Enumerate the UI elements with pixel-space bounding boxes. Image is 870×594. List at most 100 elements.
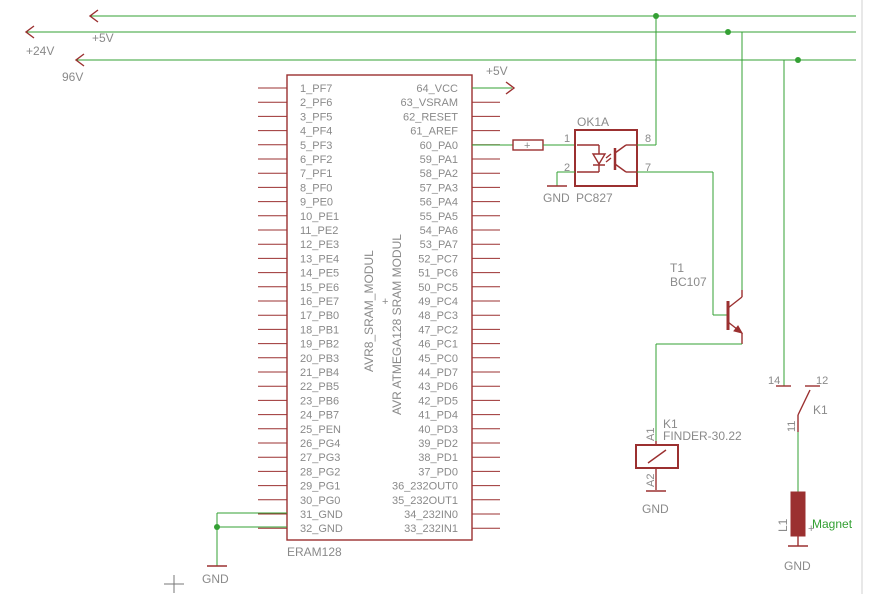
optocoupler-ok1a: OK1A PC827 1 2 8 7 bbox=[564, 115, 651, 205]
supply-arrow-5v bbox=[24, 25, 35, 39]
ic-pin-label-left: 13_PE4 bbox=[300, 253, 339, 265]
ic-pin-label-right: 51_PC6 bbox=[418, 268, 458, 280]
optocoupler-pin2: 2 bbox=[564, 162, 570, 174]
optocoupler-led-arrow2 bbox=[605, 157, 612, 163]
ic-pin-label-right: 39_PD2 bbox=[418, 438, 458, 450]
relay-coil-k1: K1 FINDER-30.22 A1 A2 bbox=[635, 417, 742, 490]
relay-contact-pin14: 14 bbox=[768, 375, 780, 387]
ic-pin-label-left: 24_PB7 bbox=[300, 410, 339, 422]
label-gnd-relay: GND bbox=[642, 502, 669, 516]
label-plus5-ic: +5V bbox=[486, 64, 508, 78]
label-gnd-left: GND bbox=[202, 572, 229, 586]
optocoupler-pin7: 7 bbox=[645, 162, 651, 174]
ic-pin-label-left: 26_PG4 bbox=[300, 438, 340, 450]
ic-pin-label-right: 64_VCC bbox=[416, 83, 458, 95]
ic-left-pins: 1_PF72_PF63_PF54_PF45_PF36_PF27_PF18_PF0… bbox=[258, 83, 343, 535]
ic-pin-label-left: 4_PF4 bbox=[300, 126, 332, 138]
transistor-name: T1 bbox=[670, 261, 684, 275]
label-gnd-magnet: GND bbox=[784, 559, 811, 573]
ic-pin-label-right: 35_232OUT1 bbox=[392, 495, 458, 507]
junction-96v-relay bbox=[795, 57, 801, 63]
relay-coil-pin-a1: A1 bbox=[645, 428, 657, 441]
ic-pin-label-right: 56_PA4 bbox=[420, 197, 458, 209]
ic-pin-label-left: 23_PB6 bbox=[300, 395, 339, 407]
ic-pin-label-right: 61_AREF bbox=[410, 126, 458, 138]
ic-pin-label-right: 33_232IN1 bbox=[404, 523, 458, 535]
label-plus5-top: +5V bbox=[92, 31, 114, 45]
supply-arrow-24v bbox=[88, 9, 99, 23]
magnet-plus: + bbox=[808, 523, 814, 535]
transistor-emitter-arrow bbox=[733, 325, 744, 334]
ic-pin-label-right: 47_PC2 bbox=[418, 324, 458, 336]
ic-pin-label-right: 40_PD3 bbox=[418, 424, 458, 436]
ic-pin-label-left: 3_PF5 bbox=[300, 111, 332, 123]
ic-pin-label-right: 41_PD4 bbox=[418, 410, 458, 422]
ic-pin-label-right: 36_232OUT0 bbox=[392, 481, 458, 493]
ic-pin-label-left: 30_PG0 bbox=[300, 495, 340, 507]
ic-package-label: AVR8_SRAM_MODUL bbox=[362, 250, 376, 372]
ic-right-pins: 64_VCC63_VSRAM62_RESET61_AREF60_PA059_PA… bbox=[392, 83, 500, 535]
ic-pin-label-right: 44_PD7 bbox=[418, 367, 458, 379]
ic-pin-label-left: 21_PB4 bbox=[300, 367, 339, 379]
ic-pin-label-right: 49_PC4 bbox=[418, 296, 458, 308]
ic-pin-label-left: 19_PB2 bbox=[300, 339, 339, 351]
transistor-t1: T1 BC107 bbox=[670, 261, 744, 344]
relay-coil-diag bbox=[647, 449, 667, 464]
transistor-value: BC107 bbox=[670, 275, 707, 289]
ic-body bbox=[286, 74, 473, 541]
magnet-l1: Magnet L1 + bbox=[776, 491, 853, 546]
ic-pin-label-right: 38_PD1 bbox=[418, 452, 458, 464]
ic-eram128: 1_PF72_PF63_PF54_PF45_PF36_PF27_PF18_PF0… bbox=[258, 74, 500, 559]
optocoupler-pin1: 1 bbox=[564, 133, 570, 145]
supply-arrow-96v bbox=[74, 53, 85, 67]
supply-rails bbox=[26, 15, 856, 61]
ic-pin-label-left: 17_PB0 bbox=[300, 310, 339, 322]
ic-pin-label-right: 50_PC5 bbox=[418, 282, 458, 294]
ic-pin-label-left: 8_PF0 bbox=[300, 182, 332, 194]
ic-pin-label-left: 25_PEN bbox=[300, 424, 341, 436]
ic-pin-label-left: 11_PE2 bbox=[300, 225, 338, 237]
magnet-body bbox=[790, 491, 806, 537]
label-96v: 96V bbox=[62, 70, 83, 84]
ic-pin-label-right: 46_PC1 bbox=[418, 339, 458, 351]
relay-contact-blade bbox=[797, 389, 811, 416]
relay-contact-pin12: 12 bbox=[816, 375, 828, 387]
ic-pin-label-left: 12_PE3 bbox=[300, 239, 339, 251]
relay-coil-pin-a2: A2 bbox=[645, 474, 657, 487]
transistor-collector bbox=[727, 296, 743, 309]
ic-pin-label-left: 18_PB1 bbox=[300, 324, 339, 336]
ic-value-label: AVR ATMEGA128 SRAM MODUL bbox=[390, 234, 404, 415]
ic-pin-label-left: 1_PF7 bbox=[300, 83, 332, 95]
ic-pin-label-left: 22_PB5 bbox=[300, 381, 339, 393]
optocoupler-value: PC827 bbox=[576, 191, 613, 205]
ic-pin-label-left: 31_GND bbox=[300, 509, 343, 521]
ic-pin-label-right: 53_PA7 bbox=[420, 239, 458, 251]
ic-pin-label-left: 32_GND bbox=[300, 523, 343, 535]
relay-contact-name: K1 bbox=[813, 403, 828, 417]
ic-pin-label-left: 10_PE1 bbox=[300, 211, 339, 223]
relay-coil-name: K1 bbox=[663, 417, 678, 431]
optocoupler-name: OK1A bbox=[577, 115, 609, 129]
ic-pin-label-left: 2_PF6 bbox=[300, 97, 332, 109]
magnet-value: Magnet bbox=[812, 517, 853, 531]
ic-pin-label-right: 54_PA6 bbox=[420, 225, 458, 237]
ic-pin-label-right: 34_232IN0 bbox=[404, 509, 458, 521]
ic-pin-label-right: 59_PA1 bbox=[420, 154, 458, 166]
ic-pin-label-left: 5_PF3 bbox=[300, 140, 332, 152]
ic-pin-label-right: 55_PA5 bbox=[420, 211, 458, 223]
ic-pin-label-right: 42_PD5 bbox=[418, 395, 458, 407]
ic-pin-label-left: 27_PG3 bbox=[300, 452, 340, 464]
optocoupler-led-arrow1 bbox=[605, 153, 612, 159]
ic-pin-label-right: 63_VSRAM bbox=[401, 97, 458, 109]
relay-contact-pin11: 11 bbox=[786, 421, 798, 432]
ic-pin-label-left: 29_PG1 bbox=[300, 481, 340, 493]
optocoupler-body bbox=[574, 129, 638, 187]
resistor-plus: + bbox=[524, 140, 530, 152]
label-plus24: +24V bbox=[26, 44, 54, 58]
ic-pin-label-left: 6_PF2 bbox=[300, 154, 332, 166]
ic-pin-label-right: 45_PC0 bbox=[418, 353, 458, 365]
junction-5v-transistor bbox=[725, 29, 731, 35]
ic-pin-label-right: 58_PA2 bbox=[420, 168, 458, 180]
ic-pin-label-right: 43_PD6 bbox=[418, 381, 458, 393]
